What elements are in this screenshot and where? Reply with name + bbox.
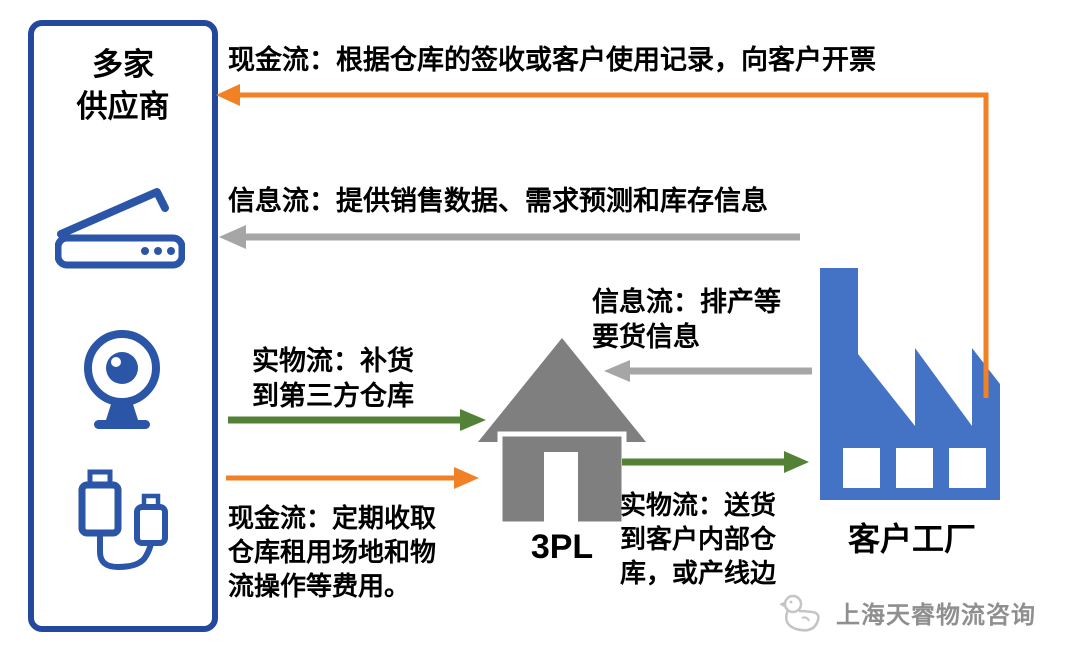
watermark: 上海天睿物流咨询 — [780, 590, 1036, 634]
cash-invoice-label: 现金流：根据仓库的签收或客户使用记录，向客户开票 — [228, 45, 876, 75]
webcam-icon — [72, 328, 172, 432]
supplier-title: 多家 供应商 — [76, 47, 170, 124]
physical-delivery-label: 实物流：送货 到客户内部仓 库，或产线边 — [620, 490, 777, 588]
usb-cable-icon — [66, 468, 176, 576]
cash-rental-arrow — [226, 467, 479, 489]
factory-label: 客户工厂 — [847, 521, 976, 557]
warehouse-label: 3PL — [530, 528, 594, 566]
info-production-label: 信息流：排产等 要货信息 — [592, 287, 781, 352]
info-sales-label: 信息流：提供销售数据、需求预测和库存信息 — [228, 186, 768, 216]
supplier-box — [28, 20, 218, 632]
factory-icon — [815, 262, 1005, 502]
info-sales-arrow — [219, 225, 800, 249]
watermark-logo — [780, 594, 820, 632]
physical-delivery-arrow — [622, 451, 809, 473]
cash-rental-label: 现金流：定期收取 仓库租用场地和物 流操作等费用。 — [228, 503, 437, 601]
watermark-text: 上海天睿物流咨询 — [836, 601, 1036, 629]
physical-replenish-label: 实物流：补货 到第三方仓库 — [252, 346, 414, 411]
scanner-icon — [54, 178, 186, 270]
